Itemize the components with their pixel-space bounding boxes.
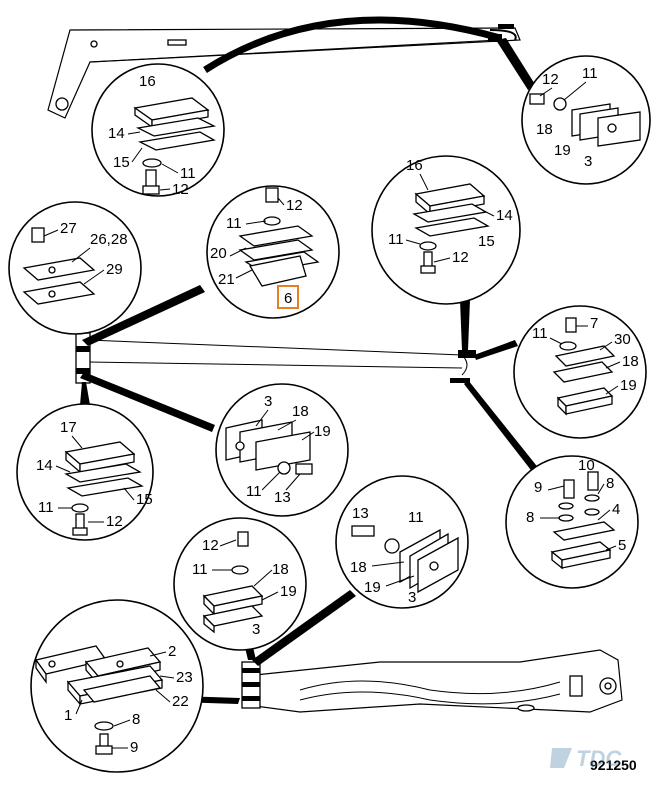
callout-label: 18 — [350, 559, 367, 576]
tdc-logo-icon: TDC — [550, 746, 622, 771]
callout-label: 8 — [606, 475, 614, 492]
callout-label: 23 — [176, 669, 193, 686]
highlighted-callout-box — [277, 285, 299, 309]
callout-label: 19 — [554, 142, 571, 159]
callout-label: 11 — [192, 561, 208, 578]
middle-boom-section — [75, 332, 476, 384]
callout-label: 26,28 — [90, 231, 128, 248]
detail-bubble-12: 2 23 22 1 8 9 — [30, 599, 204, 773]
highlighted-callout-label: 6 — [284, 290, 292, 307]
detail-bubble-1: 16 14 15 11 12 — [91, 63, 225, 198]
callout-label: 13 — [274, 489, 291, 506]
callout-label: 16 — [406, 157, 423, 174]
callout-label: 9 — [130, 739, 138, 756]
callout-label: 21 — [218, 271, 235, 288]
detail-bubble-5: 16 14 11 15 12 — [371, 155, 521, 305]
callout-label: 11 — [582, 65, 598, 82]
callout-label: 2 — [168, 643, 176, 660]
callout-label: 3 — [584, 153, 592, 170]
callout-label: 18 — [272, 561, 289, 578]
callout-label: 14 — [36, 457, 53, 474]
detail-bubble-9: 10 9 8 8 4 5 — [505, 455, 639, 589]
callout-label: 9 — [534, 479, 542, 496]
callout-label: 12 — [202, 537, 219, 554]
callout-label: 18 — [622, 353, 639, 370]
callout-label: 11 — [388, 231, 404, 248]
callout-label: 8 — [132, 711, 140, 728]
callout-label: 18 — [292, 403, 309, 420]
detail-bubble-10: 13 11 18 19 3 — [335, 475, 469, 609]
callout-label: 11 — [226, 215, 242, 232]
callout-label: 1 — [64, 707, 72, 724]
callout-label: 4 — [612, 501, 620, 518]
callout-label: 29 — [106, 261, 123, 278]
detail-bubble-11: 12 11 18 19 3 — [173, 517, 307, 651]
callout-label: 13 — [352, 505, 369, 522]
callout-label: 14 — [108, 125, 125, 142]
callout-label: 11 — [408, 509, 424, 526]
callout-label: 12 — [286, 197, 303, 214]
callout-label: 3 — [252, 621, 260, 638]
callout-label: 14 — [496, 207, 513, 224]
callout-label: 30 — [614, 331, 631, 348]
callout-label: 11 — [180, 165, 196, 182]
callout-label: 16 — [139, 73, 156, 90]
callout-label: 11 — [246, 483, 262, 500]
callout-label: 11 — [38, 499, 54, 516]
upper-boom-section — [47, 16, 521, 119]
callout-label: 19 — [620, 377, 637, 394]
detail-bubble-4: 12 11 20 21 6 — [206, 185, 340, 319]
detail-bubble-2: 12 11 18 19 3 — [521, 55, 651, 185]
callout-label: 3 — [264, 393, 272, 410]
callout-label: 12 — [542, 71, 559, 88]
callout-label: 7 — [590, 315, 598, 332]
tdc-logo: TDC — [548, 738, 656, 778]
callout-label: 12 — [172, 181, 189, 198]
connector-wedges — [80, 38, 540, 704]
callout-label: 19 — [364, 579, 381, 596]
callout-label: 19 — [314, 423, 331, 440]
callout-label: 27 — [60, 220, 77, 237]
detail-bubble-3: 27 26,28 29 — [8, 201, 142, 335]
callout-label: 19 — [280, 583, 297, 600]
callout-label: 15 — [113, 154, 130, 171]
callout-label: 12 — [452, 249, 469, 266]
callout-label: 15 — [136, 491, 153, 508]
callout-label: 15 — [478, 233, 495, 250]
callout-label: 22 — [172, 693, 189, 710]
detail-bubble-7: 17 14 15 11 12 — [16, 403, 154, 541]
callout-label: 12 — [106, 513, 123, 530]
lower-boom-section — [241, 649, 623, 713]
detail-bubble-8: 3 18 19 11 13 — [215, 383, 349, 517]
callout-label: 5 — [618, 537, 626, 554]
drawing-number: 921250 — [590, 757, 637, 773]
callout-label: 8 — [526, 509, 534, 526]
svg-text:TDC: TDC — [576, 746, 622, 771]
callout-label: 18 — [536, 121, 553, 138]
callout-label: 10 — [578, 457, 595, 474]
detail-bubble-6: 11 7 30 18 19 — [513, 305, 647, 439]
callout-label: 3 — [408, 589, 416, 606]
callout-label: 20 — [210, 245, 227, 262]
callout-label: 11 — [532, 325, 548, 342]
callout-label: 17 — [60, 419, 77, 436]
